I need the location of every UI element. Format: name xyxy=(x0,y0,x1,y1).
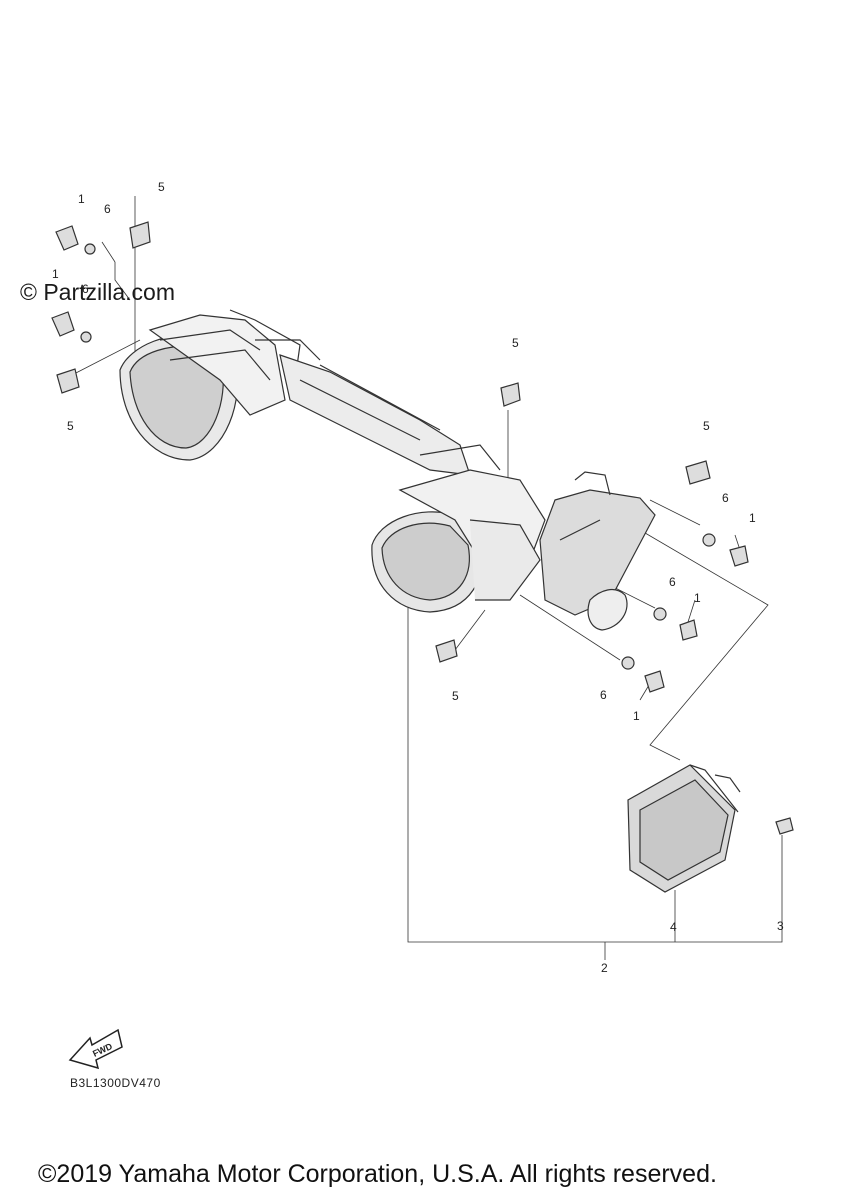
callout-number: 6 xyxy=(600,688,607,702)
copyright-notice: ©2019 Yamaha Motor Corporation, U.S.A. A… xyxy=(38,1160,717,1188)
callout-number: 5 xyxy=(512,336,519,350)
left-headlight xyxy=(119,309,301,461)
callout-number: 5 xyxy=(452,689,459,703)
callout-number: 3 xyxy=(777,919,784,933)
callout-number: 5 xyxy=(703,419,710,433)
diagram-code: B3L1300DV470 xyxy=(70,1076,161,1090)
watermark: © Partzilla.com xyxy=(20,279,175,305)
callout-number: 2 xyxy=(601,961,608,975)
bolt-parts xyxy=(51,221,794,835)
callout-number: 1 xyxy=(633,709,640,723)
callout-number: 1 xyxy=(694,591,701,605)
callout-number: 5 xyxy=(67,419,74,433)
callout-number: 1 xyxy=(52,267,59,281)
callout-number: 6 xyxy=(669,575,676,589)
right-headlight xyxy=(371,444,546,613)
callout-number: 6 xyxy=(104,202,111,216)
callout-number: 1 xyxy=(749,511,756,525)
callout-number: 5 xyxy=(158,180,165,194)
callout-number: 6 xyxy=(722,491,729,505)
fwd-arrow-icon xyxy=(68,1028,123,1070)
mounting-plate xyxy=(539,471,656,631)
headlight-bracket-beam xyxy=(255,339,471,476)
module-unit xyxy=(627,764,741,893)
callout-number: 4 xyxy=(670,920,677,934)
callout-number: 1 xyxy=(78,192,85,206)
callout-number: 6 xyxy=(82,282,89,296)
